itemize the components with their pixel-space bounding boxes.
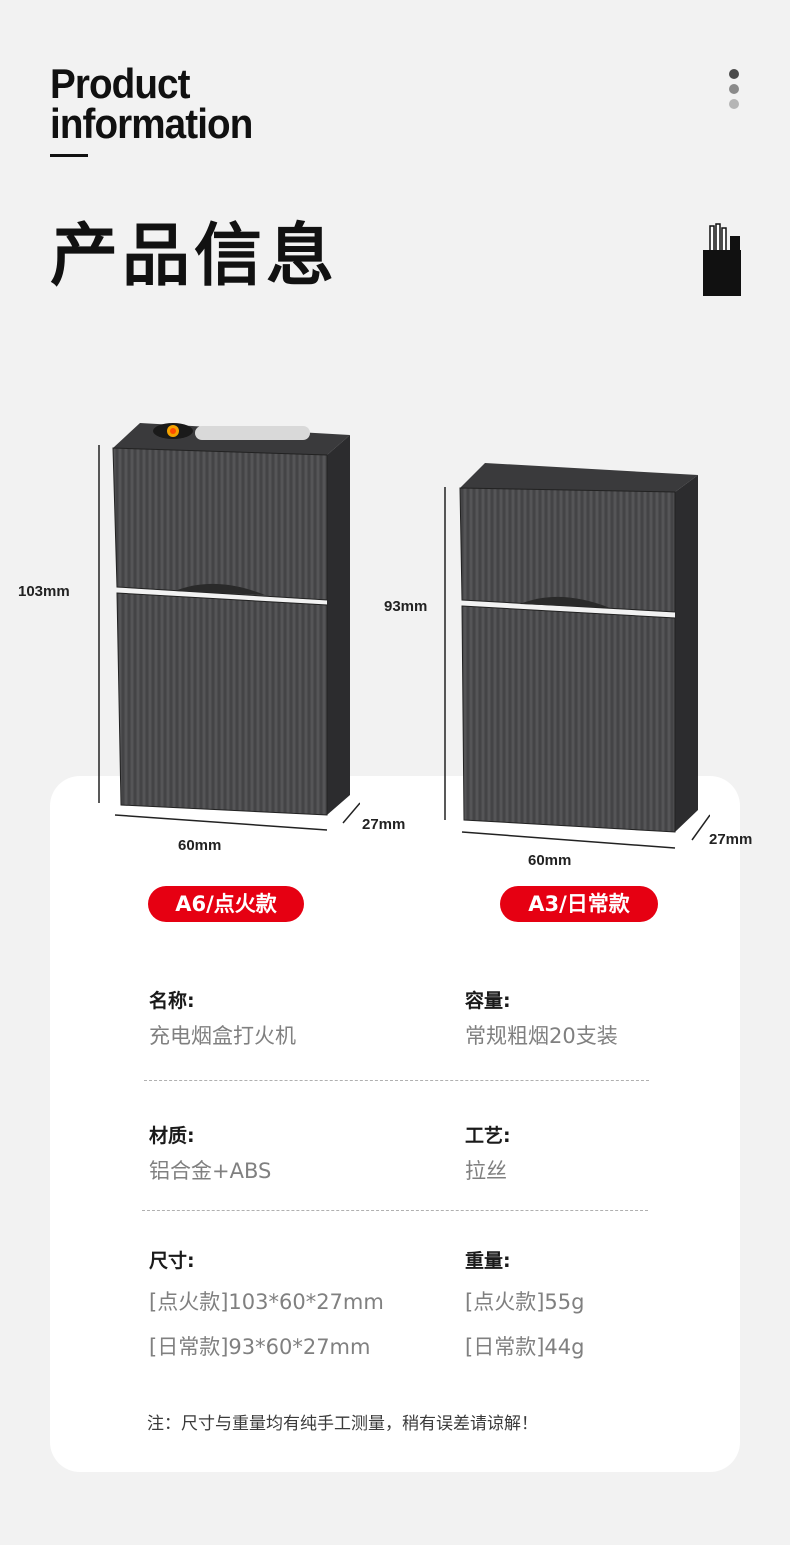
a3-depth-label: 27mm: [709, 831, 753, 848]
weight-value-2: [日常款]44g: [465, 1335, 585, 1359]
size-value-1: [点火款]103*60*27mm: [149, 1290, 384, 1314]
name-value: 充电烟盒打火机: [149, 1024, 296, 1048]
model-a3-badge: A3/日常款: [500, 886, 658, 922]
product-a6-image: [98, 423, 360, 831]
english-title-line1: Product: [50, 60, 190, 107]
model-a6-badge: A6/点火款: [148, 886, 304, 922]
a6-depth-label: 27mm: [362, 816, 406, 833]
menu-dots-icon: [729, 69, 741, 113]
material-value: 铝合金+ABS: [149, 1159, 272, 1183]
a3-height-label: 93mm: [384, 598, 428, 615]
capacity-value: 常规粗烟20支装: [465, 1024, 618, 1048]
title-underline: [50, 154, 88, 157]
name-label: 名称:: [149, 990, 195, 1012]
divider-2: [142, 1210, 648, 1211]
measurement-note: 注：尺寸与重量均有纯手工测量，稍有误差请谅解！: [147, 1414, 538, 1434]
english-title: Product information: [50, 60, 289, 147]
a6-width-label: 60mm: [178, 837, 222, 854]
a3-width-label: 60mm: [528, 852, 572, 869]
material-label: 材质:: [149, 1125, 195, 1147]
size-label: 尺寸:: [149, 1250, 195, 1272]
a6-height-label: 103mm: [18, 583, 70, 600]
english-title-line2: information: [50, 100, 253, 147]
product-a3-image: [444, 463, 710, 849]
craft-value: 拉丝: [465, 1159, 507, 1183]
size-value-2: [日常款]93*60*27mm: [149, 1335, 371, 1359]
chinese-title: 产品信息: [50, 217, 339, 296]
craft-label: 工艺:: [465, 1125, 511, 1147]
divider-1: [144, 1080, 649, 1081]
weight-label: 重量:: [465, 1250, 511, 1272]
cigarette-pack-icon: [703, 223, 741, 296]
capacity-label: 容量:: [465, 990, 511, 1012]
weight-value-1: [点火款]55g: [465, 1290, 585, 1314]
